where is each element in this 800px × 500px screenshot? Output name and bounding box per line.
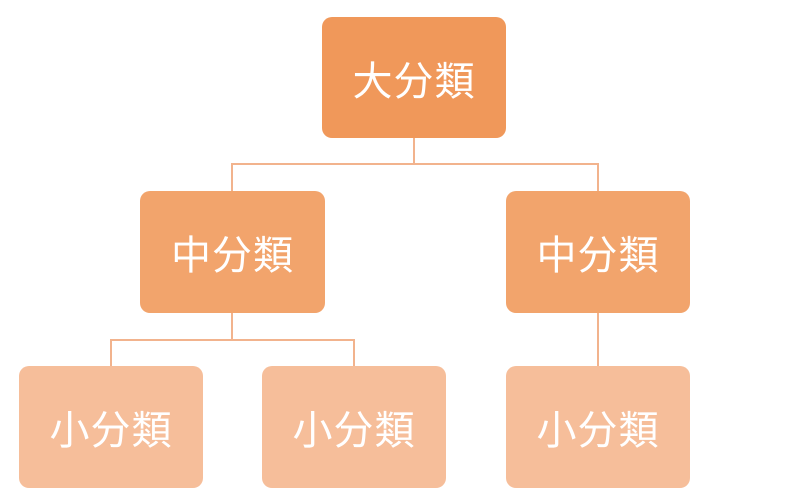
node-leaf-1: 小分類 bbox=[19, 366, 203, 488]
node-leaf-1-label: 小分類 bbox=[49, 408, 173, 454]
node-root: 大分類 bbox=[322, 17, 506, 138]
node-leaf-2: 小分類 bbox=[262, 366, 446, 488]
node-root-label: 大分類 bbox=[352, 58, 476, 105]
node-leaf-3-label: 小分類 bbox=[536, 408, 660, 454]
node-mid-left: 中分類 bbox=[140, 191, 325, 313]
node-leaf-3: 小分類 bbox=[506, 366, 690, 488]
node-leaf-2-label: 小分類 bbox=[292, 408, 416, 454]
node-mid-left-label: 中分類 bbox=[171, 233, 294, 279]
node-mid-right-label: 中分類 bbox=[536, 233, 660, 279]
node-mid-right: 中分類 bbox=[506, 191, 690, 313]
